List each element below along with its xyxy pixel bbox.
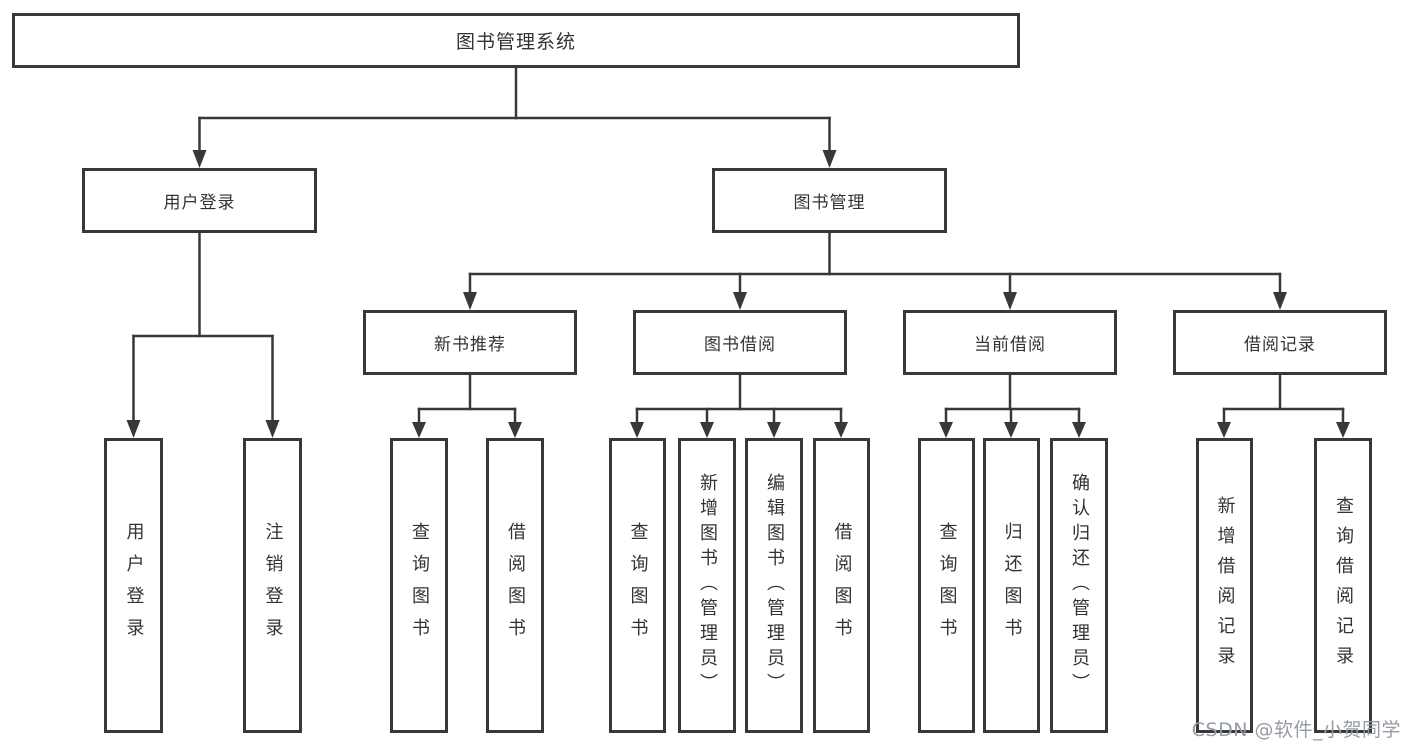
leaf-user-login: 用户登录 [104, 438, 163, 733]
node-new-book-recommendation: 新书推荐 [363, 310, 577, 375]
leaf-confirm-return-admin: 确认归还（管理员） [1050, 438, 1108, 733]
node-library-management-system: 图书管理系统 [12, 13, 1020, 68]
leaf-query-books-rec: 查询图书 [390, 438, 448, 733]
leaf-add-books-admin: 新增图书（管理员） [678, 438, 736, 733]
node-user-login: 用户登录 [82, 168, 317, 233]
leaf-query-books-borrow: 查询图书 [609, 438, 666, 733]
leaf-query-books-current: 查询图书 [918, 438, 975, 733]
leaf-edit-books-admin: 编辑图书（管理员） [745, 438, 803, 733]
leaf-return-books: 归还图书 [983, 438, 1040, 733]
leaf-borrow-books: 借阅图书 [813, 438, 870, 733]
csdn-watermark: CSDN @软件_小贺同学 [1191, 719, 1401, 741]
node-borrowing-records: 借阅记录 [1173, 310, 1387, 375]
leaf-logout: 注销登录 [243, 438, 302, 733]
node-book-borrowing: 图书借阅 [633, 310, 847, 375]
node-current-borrowing: 当前借阅 [903, 310, 1117, 375]
leaf-add-borrow-record: 新增借阅记录 [1196, 438, 1253, 733]
node-book-management: 图书管理 [712, 168, 947, 233]
leaf-query-borrow-record: 查询借阅记录 [1314, 438, 1372, 733]
leaf-borrow-books-rec: 借阅图书 [486, 438, 544, 733]
